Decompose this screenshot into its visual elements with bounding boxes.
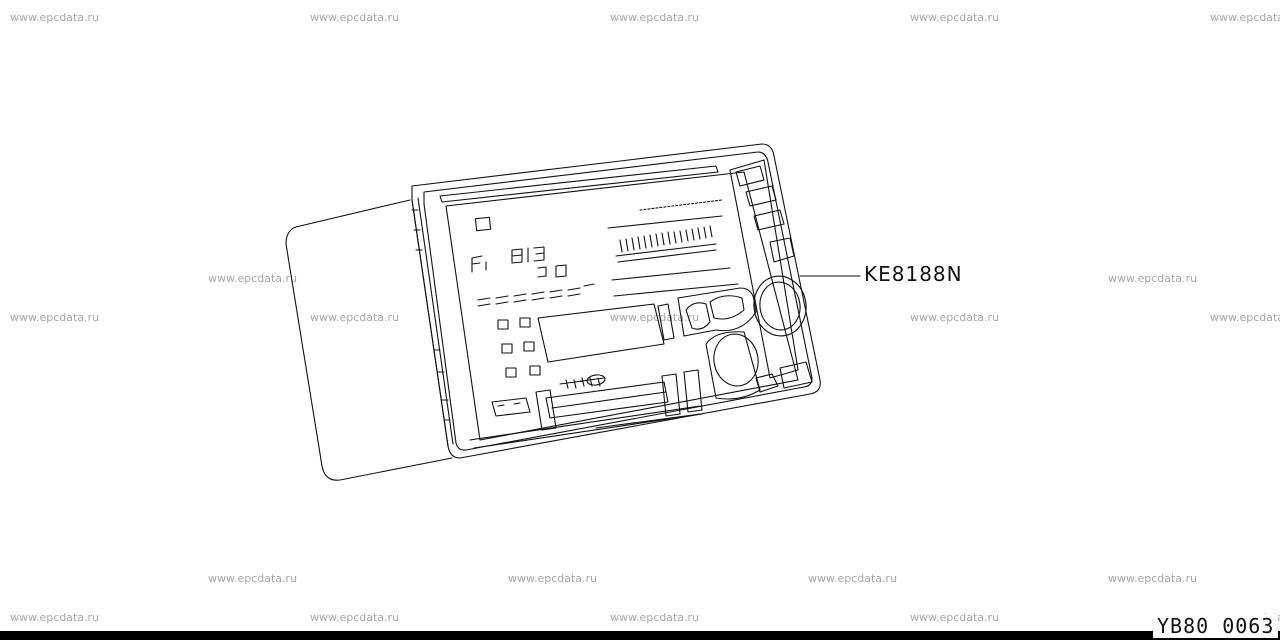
watermark: www.epcdata.ru [310,11,400,24]
display-top-text [639,199,723,211]
release-tab [491,397,531,417]
display-f1 [471,255,487,273]
cassette-door-line [551,391,667,409]
center-button-2 [685,302,711,330]
preset-button-6 [529,365,541,376]
side-notches [411,209,451,421]
cassette-door [545,381,669,419]
watermark: www.epcdata.ru [1108,272,1198,285]
brand-mark [559,377,605,389]
display-lines [607,215,739,297]
top-left-button [474,216,492,232]
bottom-bar [0,631,1280,640]
volume-knob-inner [759,281,801,331]
cassette-window [537,303,665,363]
preset-button-5 [505,367,517,378]
preset-button-3 [501,343,513,354]
center-button-3 [709,295,745,320]
center-button-1 [657,303,675,341]
preset-button-4 [523,341,535,352]
watermark: www.epcdata.ru [10,611,100,624]
right-button-2 [745,185,777,207]
front-panel-bevel [423,151,813,451]
tuning-knob [713,333,759,387]
bottom-edge [469,405,703,449]
watermark: www.epcdata.ru [610,11,700,24]
front-panel-outer [411,143,821,459]
watermark: www.epcdata.ru [808,572,898,585]
eq-bars [619,225,713,253]
diagram-code: YB80 0063 [1153,614,1279,638]
watermark: www.epcdata.ru [1210,11,1280,24]
watermark: www.epcdata.ru [10,11,100,24]
eject-slider [661,373,681,417]
watermark: www.epcdata.ru [610,611,700,624]
right-button-1 [735,165,765,187]
part-number-label: KE8188N [864,262,963,286]
side-strip [411,197,454,447]
preset-button-2 [519,317,531,328]
watermark: www.epcdata.ru [910,611,1000,624]
bottom-right-button-2 [779,361,813,389]
cd-slot [439,165,719,203]
watermark: www.epcdata.ru [310,311,400,324]
watermark: www.epcdata.ru [910,311,1000,324]
watermark: www.epcdata.ru [10,311,100,324]
right-button-frame [729,159,799,379]
watermark: www.epcdata.ru [1108,572,1198,585]
watermark: www.epcdata.ru [910,11,1000,24]
bottom-right-button-1 [755,373,779,393]
right-button-4 [769,237,795,263]
release-lever [535,389,557,431]
brand-oval [586,374,606,386]
center-button-frame [677,287,757,337]
rear-housing [285,199,453,481]
watermark: www.epcdata.ru [310,611,400,624]
eject-slider-2 [683,369,703,413]
watermark: www.epcdata.ru [1210,311,1280,324]
eq-baseline [615,243,717,263]
faceplate-area [445,171,799,441]
watermark: www.epcdata.ru [208,272,298,285]
display-digits [511,246,545,264]
watermark: www.epcdata.ru [208,572,298,585]
watermark: www.epcdata.ru [508,572,598,585]
indicator-dashes [477,283,595,307]
volume-knob-outer [753,275,807,337]
right-button-3 [753,209,785,231]
display-digits-2 [537,264,567,278]
preset-button-1 [497,319,509,330]
watermark: www.epcdata.ru [610,311,700,324]
